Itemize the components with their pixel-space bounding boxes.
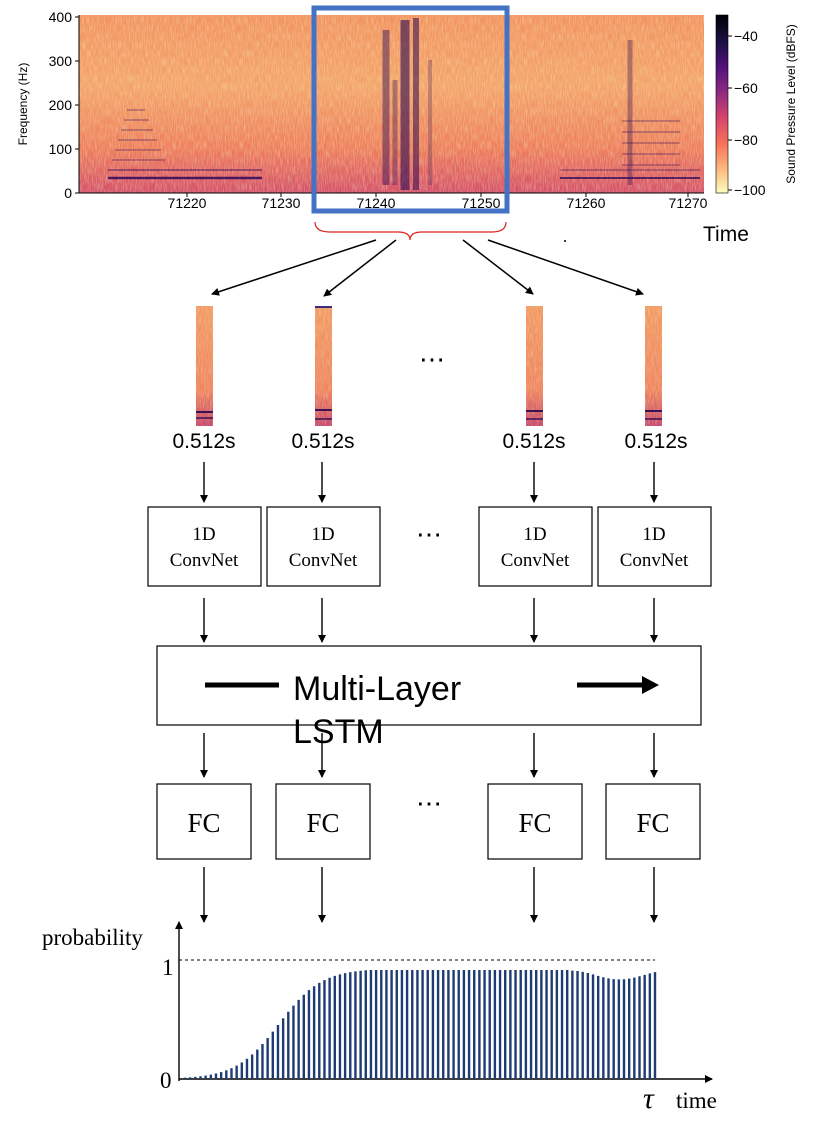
x-tick-label: 71260 — [567, 195, 606, 211]
convnet-line2: ConvNet — [170, 550, 239, 571]
window-strip — [315, 306, 332, 426]
y-tick-label: 100 — [49, 141, 73, 157]
window-strip — [526, 306, 543, 426]
fc-block: FC — [487, 783, 583, 860]
fc-label: FC — [518, 808, 551, 838]
fc-block: FC — [605, 783, 701, 860]
plot-x-label: time — [676, 1088, 717, 1113]
spectrogram-x-axis-label: Time — [703, 223, 749, 246]
convnet-block: 1D ConvNet — [597, 506, 712, 587]
strip-to-convnet-arrows — [200, 462, 658, 503]
colorbar-tick-label: −100 — [734, 182, 766, 198]
fc-block: FC — [156, 783, 252, 860]
convnet-line2: ConvNet — [289, 550, 358, 571]
window-duration-label: 0.512s — [624, 430, 687, 453]
lstm-arrowhead — [642, 676, 659, 694]
fanout-arrow-3 — [462, 239, 534, 295]
spectrogram-texture — [79, 15, 704, 193]
fc-to-plot-arrows — [200, 867, 658, 923]
convnet-to-lstm-arrows — [200, 598, 658, 643]
window-duration-label: 0.512s — [502, 430, 565, 453]
plot-y-tick-bottom: 0 — [160, 1068, 172, 1093]
colorbar — [715, 14, 729, 194]
highlight-window-box — [311, 5, 510, 214]
y-tick-label: 300 — [49, 53, 73, 69]
colorbar-tick-label: −80 — [734, 132, 758, 148]
spectrogram-y-axis-label: Frequency (Hz) — [16, 63, 30, 146]
colorbar-label: Sound Pressure Level (dBFS) — [784, 24, 798, 183]
x-tick-label: 71240 — [357, 195, 396, 211]
convnet-line2: ConvNet — [620, 550, 689, 571]
probability-plot: probability 1 0 τ time — [42, 921, 717, 1115]
window-strip — [645, 306, 662, 426]
plot-y-tick-top: 1 — [162, 955, 174, 980]
fc-label: FC — [187, 808, 220, 838]
y-tick-label: 200 — [49, 97, 73, 113]
window-duration-label: 0.512s — [172, 430, 235, 453]
y-tick-label: 0 — [64, 185, 72, 201]
convnet-block: 1D ConvNet — [478, 506, 593, 587]
harmonic-bands — [108, 18, 700, 190]
window-strip — [196, 306, 213, 426]
fanout-arrow-2 — [323, 239, 397, 297]
x-tick-label: 71230 — [262, 195, 301, 211]
window-strips: ⋯ 0.512s 0.512s 0.512s 0.512s — [172, 306, 688, 453]
colorbar-tick-label: −60 — [734, 80, 758, 96]
colorbar-ticks: −40 −60 −80 −100 — [728, 28, 766, 198]
x-tick-label: 71220 — [168, 195, 207, 211]
spectrogram-x-ticks: 71220 71230 71240 71250 71260 71270 — [168, 193, 708, 211]
convnet-row: 1D ConvNet 1D ConvNet ⋯ 1D ConvNet 1D Co… — [147, 506, 712, 587]
fc-block: FC — [275, 783, 371, 860]
convnet-block: 1D ConvNet — [266, 506, 381, 587]
colorbar-tick-label: −40 — [734, 28, 758, 44]
fc-row: FC FC ⋯ FC FC — [156, 783, 701, 860]
window-brace — [314, 221, 507, 241]
convnet-line1: 1D — [311, 524, 334, 545]
plot-y-label: probability — [42, 925, 143, 950]
lstm-label-line1: Multi-Layer — [293, 670, 461, 708]
probability-bars — [183, 969, 657, 1079]
convnet-line1: 1D — [642, 524, 665, 545]
plot-tau-label: τ — [643, 1082, 655, 1115]
strip-ellipsis: ⋯ — [419, 344, 445, 374]
lstm-block: Multi-Layer LSTM — [156, 645, 702, 751]
fanout-arrow-4 — [487, 239, 644, 296]
spectrogram-y-ticks: 400 300 200 100 0 — [49, 9, 79, 201]
convnet-ellipsis: ⋯ — [416, 519, 442, 549]
convnet-line2: ConvNet — [501, 550, 570, 571]
fc-label: FC — [306, 808, 339, 838]
convnet-line1: 1D — [192, 524, 215, 545]
convnet-line1: 1D — [523, 524, 546, 545]
x-tick-label: 71270 — [669, 195, 708, 211]
fanout-arrow-1 — [211, 239, 377, 296]
fc-label: FC — [636, 808, 669, 838]
stray-dot — [564, 240, 566, 242]
lstm-to-fc-arrows — [200, 733, 658, 778]
y-tick-label: 400 — [49, 9, 73, 25]
lstm-label-line2: LSTM — [293, 713, 384, 751]
convnet-block: 1D ConvNet — [147, 506, 262, 587]
x-tick-label: 71250 — [462, 195, 501, 211]
window-duration-label: 0.512s — [291, 430, 354, 453]
fc-ellipsis: ⋯ — [416, 788, 442, 818]
